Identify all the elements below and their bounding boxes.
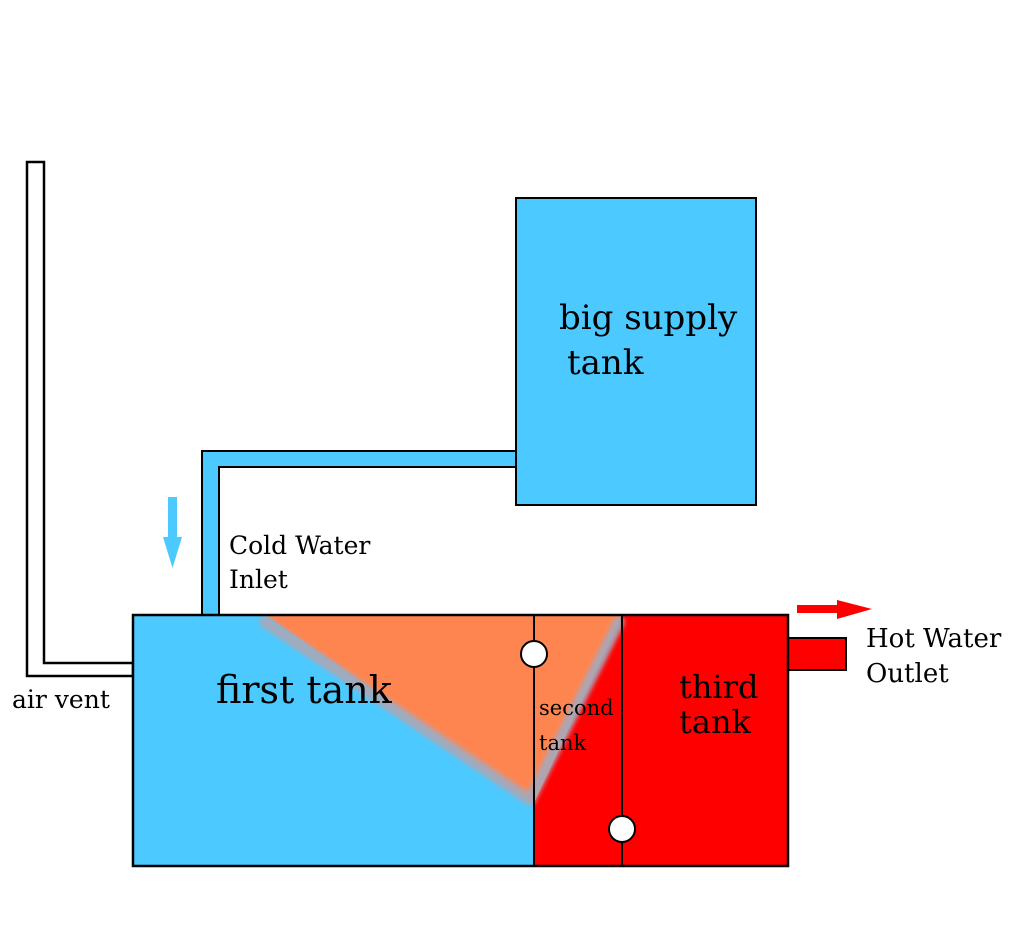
second-tank-label-line1: second [539, 696, 614, 720]
third-tank-label-line2: tank [679, 703, 752, 741]
third-tank [622, 615, 788, 866]
second-tank-label-line2: tank [539, 731, 586, 755]
hot-water-outlet-pipe [787, 637, 847, 671]
cold-water-arrow-icon [163, 497, 182, 568]
lower-transfer-port [608, 815, 636, 843]
big-supply-tank [515, 197, 757, 506]
air-vent-label: air vent [12, 685, 110, 714]
thermocline-membrane [259, 616, 625, 806]
big-supply-tank-label-line1: big supply [559, 298, 738, 338]
hot-water-outlet-label-line2: Outlet [866, 659, 949, 689]
air-vent-pipe [25, 160, 135, 678]
cold-water-inlet-label-line1: Cold Water [229, 531, 370, 560]
third-tank-label-line1: third [679, 668, 758, 706]
main-tank-outline [131, 613, 790, 868]
hot-water-outlet-label-line1: Hot Water [866, 624, 1002, 654]
big-supply-tank-label-line2: tank [567, 343, 644, 383]
first-tank-label: first tank [216, 668, 393, 712]
upper-transfer-port [520, 640, 548, 668]
hot-water-arrow-icon [797, 600, 872, 619]
cold-water-inlet-label-line2: Inlet [229, 565, 288, 594]
